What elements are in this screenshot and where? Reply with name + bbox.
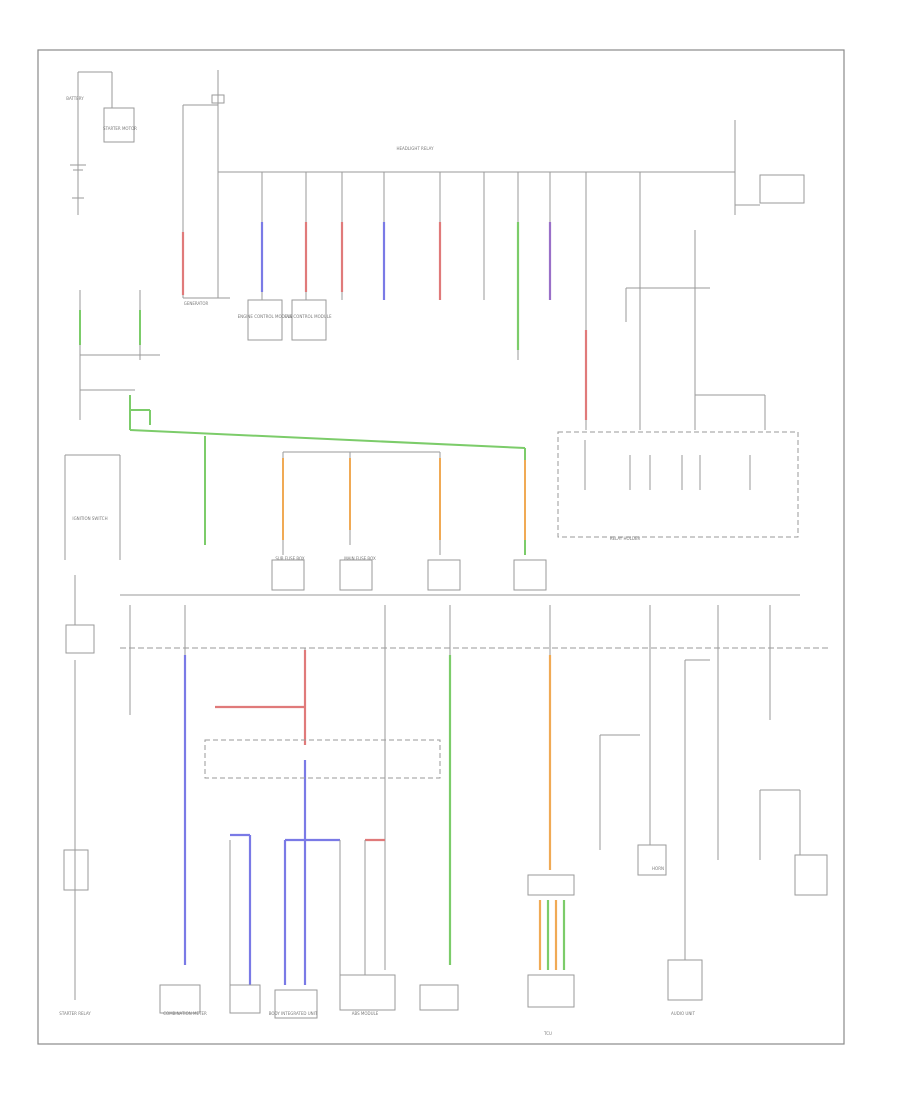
component-label-alternator: GENERATOR [184,301,209,306]
green-harness [79,310,526,555]
component-label-main-fuse: MAIN FUSE BOX [344,556,376,561]
center-connectors [271,451,547,591]
lower-bus [120,594,830,1008]
diagram-frame [37,49,845,1045]
component-label-sub-fuse: SUB FUSE BOX [275,556,305,561]
upper-fuse-row [247,172,766,430]
component-label-tcu: TCU [543,1031,552,1036]
battery-group [70,71,135,215]
component-label-audio: AUDIO UNIT [671,1011,695,1016]
ignition-column [63,290,160,1000]
component-label-battery: BATTERY [66,96,84,101]
component-label-body-ecu: BODY INTEGRATED UNIT [269,1011,318,1016]
component-label-combo-meter: COMBINATION METER [163,1011,207,1016]
relay-holder [557,431,799,538]
component-label-ign-switch: IGNITION SWITCH [72,516,107,521]
component-label-engine-ecu: ENGINE CONTROL MODULE [238,314,293,319]
main-bus [182,70,805,430]
component-label-starter: STARTER MOTOR [103,126,137,131]
lower-blocks [159,739,459,1019]
center-colored [282,458,526,540]
component-label-starter-relay: STARTER RELAY [59,1011,91,1016]
component-label-horn: HORN [652,866,664,871]
component-label-relay-box: RELAY HOLDER [610,536,641,541]
component-label-fan-ctrl: FAN CONTROL MODULE [284,314,332,319]
upper-colored-wires [181,222,588,420]
component-label-relay-hl: HEADLIGHT RELAY [396,146,434,151]
lower-colored-wires [183,650,566,985]
component-label-abs: ABS MODULE [352,1011,379,1016]
